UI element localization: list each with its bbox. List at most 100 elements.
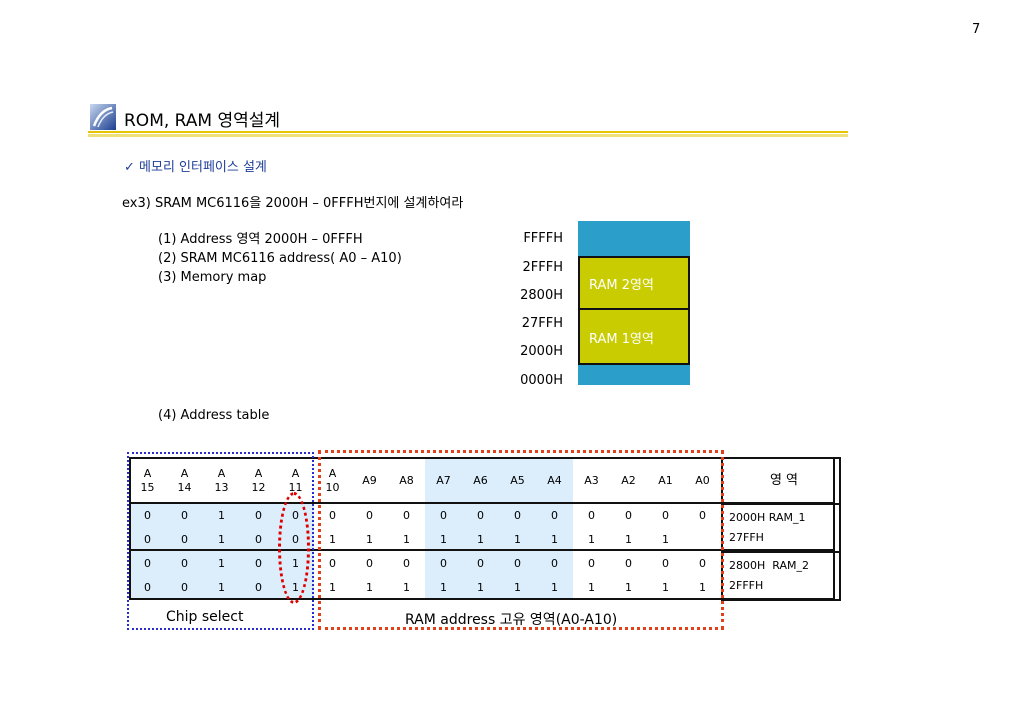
table-cell: 1 xyxy=(625,581,632,594)
ram-address-highlight xyxy=(318,450,724,630)
header-cell: A 15 xyxy=(140,467,155,494)
table-cell: 1 xyxy=(203,504,240,528)
table-cell: 0 xyxy=(166,528,203,552)
table-header-divider xyxy=(129,502,835,504)
table-cell: 1 xyxy=(536,576,573,600)
requirement-item: (1) Address 영역 2000H – 0FFFH xyxy=(158,232,363,247)
table-cell: 1 xyxy=(203,552,240,576)
table-cell: 1 xyxy=(403,533,410,546)
table-cell: 0 xyxy=(536,552,573,576)
ram1-block: RAM 1영역 xyxy=(578,308,690,365)
table-header-row: A 15 A 14 A 13 A 12 A 11 A 10 A9 A8 A7 A… xyxy=(129,457,841,505)
table-cell: 0 xyxy=(240,576,277,600)
table-cell: 0 xyxy=(588,509,595,522)
table-cell: 1 xyxy=(699,581,706,594)
map-label-0000h: 0000H xyxy=(520,373,563,388)
header-cell: A9 xyxy=(362,474,377,487)
table-cell: 0 xyxy=(129,576,166,600)
table-cell: 0 xyxy=(166,576,203,600)
header-cell: A0 xyxy=(695,474,710,487)
table-cell: 0 xyxy=(425,552,462,576)
ram2-block: RAM 2영역 xyxy=(578,256,690,310)
title-underline xyxy=(88,131,848,137)
table-cell: 1 xyxy=(329,581,336,594)
table-cell: 0 xyxy=(129,504,166,528)
table-cell: 0 xyxy=(699,509,706,522)
table-row: 0 0 1 0 1 1 1 1 1 1 1 1 1 1 1 1 xyxy=(129,576,840,600)
header-cell: A5 xyxy=(499,458,536,504)
chip-select-highlight xyxy=(127,452,314,630)
table-cell: 0 xyxy=(129,528,166,552)
table-cell: 1 xyxy=(536,528,573,552)
address-table-heading: (4) Address table xyxy=(158,408,270,423)
map-label-27ffh: 27FFH xyxy=(521,316,563,331)
ram2-label: RAM 2영역 xyxy=(589,278,654,293)
table-cell: 0 xyxy=(366,557,373,570)
table-cell: 0 xyxy=(240,528,277,552)
table-cell: 1 xyxy=(366,581,373,594)
table-cell: 0 xyxy=(499,552,536,576)
table-cell: 0 xyxy=(166,504,203,528)
ram1-label: RAM 1영역 xyxy=(589,332,654,347)
table-cell: 0 xyxy=(366,509,373,522)
chip-select-label: Chip select xyxy=(166,609,244,625)
map-label-2fffh: 2FFFH xyxy=(522,260,563,275)
table-cell: 1 xyxy=(625,533,632,546)
header-cell: A 11 xyxy=(288,467,303,494)
table-cell: 1 xyxy=(462,576,499,600)
table-cell: 0 xyxy=(403,557,410,570)
table-cell: 0 xyxy=(499,504,536,528)
header-cell: A4 xyxy=(536,458,573,504)
requirement-item: (2) SRAM MC6116 address( A0 – A10) xyxy=(158,251,402,266)
table-cell: 0 xyxy=(462,552,499,576)
table-cell: 0 xyxy=(699,557,706,570)
table-cell: 0 xyxy=(240,504,277,528)
header-cell: A 12 xyxy=(251,467,266,494)
ram-address-label: RAM address 고유 영역(A0-A10) xyxy=(405,612,618,628)
table-cell: 0 xyxy=(462,504,499,528)
table-cell: 0 xyxy=(403,509,410,522)
header-cell: A 13 xyxy=(214,467,229,494)
address-table: A 15 A 14 A 13 A 12 A 11 A 10 A9 A8 A7 A… xyxy=(129,457,841,601)
table-cell: 1 xyxy=(203,528,240,552)
table-cell: 1 xyxy=(588,533,595,546)
header-cell: A1 xyxy=(658,474,673,487)
example-statement: ex3) SRAM MC6116을 2000H – 0FFFH번지에 설계하여라 xyxy=(122,196,464,211)
table-cell: 0 xyxy=(240,552,277,576)
table-cell: 1 xyxy=(329,533,336,546)
requirement-list: (1) Address 영역 2000H – 0FFFH (2) SRAM MC… xyxy=(158,230,402,287)
table-cell: 0 xyxy=(536,504,573,528)
table-cell: 0 xyxy=(329,557,336,570)
table-cell: 1 xyxy=(662,533,669,546)
header-cell: A3 xyxy=(584,474,599,487)
table-row: 0 0 1 0 0 0 0 0 0 0 0 0 0 0 0 0 2000H RA… xyxy=(129,503,841,553)
map-label-ffffh: FFFFH xyxy=(523,231,563,246)
region-ram2: 2800H RAM_2 2FFFH xyxy=(721,551,841,601)
a11-highlight-ellipse xyxy=(278,492,310,604)
table-cell: 0 xyxy=(625,557,632,570)
table-cell: 1 xyxy=(425,576,462,600)
header-cell: A2 xyxy=(621,474,636,487)
table-cell: 1 xyxy=(366,533,373,546)
table-cell: 0 xyxy=(662,509,669,522)
table-group-divider xyxy=(129,549,835,551)
region-ram1: 2000H RAM_1 27FFH xyxy=(721,503,841,553)
header-cell: A7 xyxy=(425,458,462,504)
table-cell: 1 xyxy=(462,528,499,552)
table-cell: 1 xyxy=(499,576,536,600)
table-cell: 0 xyxy=(662,557,669,570)
header-cell: A 14 xyxy=(177,467,192,494)
table-cell: 0 xyxy=(329,509,336,522)
page-title: ROM, RAM 영역설계 xyxy=(124,111,281,131)
table-cell: 1 xyxy=(662,581,669,594)
title-logo-icon xyxy=(90,104,116,130)
table-cell: 0 xyxy=(129,552,166,576)
section-subtitle: ✓ 메모리 인터페이스 설계 xyxy=(124,160,267,175)
page-number: 7 xyxy=(972,22,981,37)
table-cell: 0 xyxy=(166,552,203,576)
map-label-2000h: 2000H xyxy=(520,344,563,359)
table-cell: 1 xyxy=(588,581,595,594)
map-label-2800h: 2800H xyxy=(520,288,563,303)
header-cell: A 10 xyxy=(325,467,340,494)
table-cell: 0 xyxy=(425,504,462,528)
